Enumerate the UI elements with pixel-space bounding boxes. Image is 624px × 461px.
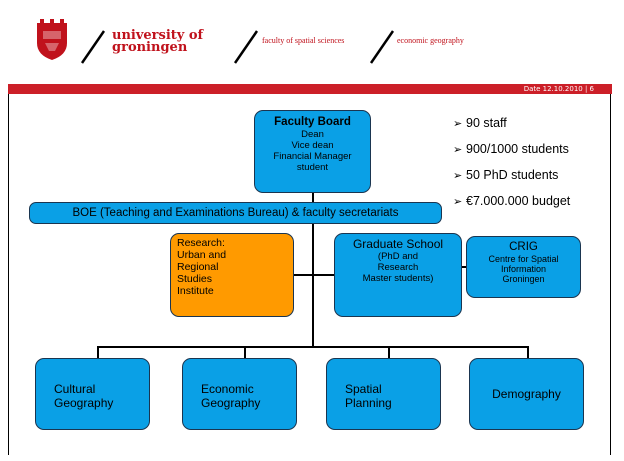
connector-line (294, 274, 334, 276)
department-label: economic geography (397, 36, 464, 45)
crig-line: Groningen (502, 274, 545, 284)
connector-line (388, 346, 390, 358)
stat-item: ➢90 staff (453, 111, 570, 137)
connector-line (244, 346, 246, 358)
header: university of groningen faculty of spati… (0, 0, 624, 84)
department-cultural-geography: Cultural Geography (35, 358, 150, 430)
stat-item: ➢900/1000 students (453, 137, 570, 163)
stat-text: 90 staff (466, 116, 507, 130)
crig-box: CRIG Centre for Spatial Information Gron… (466, 236, 581, 298)
connector-line (97, 346, 99, 358)
slash-icon (369, 30, 395, 64)
connector-line (462, 266, 466, 268)
stat-text: 900/1000 students (466, 142, 569, 156)
department-label: Demography (492, 387, 561, 401)
research-line: Regional (177, 261, 219, 273)
board-member: Financial Manager (273, 151, 352, 162)
faculty-board-box: Faculty Board Dean Vice dean Financial M… (254, 110, 371, 193)
graduate-line: Master students) (362, 273, 434, 284)
faculty-label: faculty of spatial sciences (262, 36, 345, 45)
department-spatial-planning: Spatial Planning (326, 358, 441, 430)
arrow-bullet-icon: ➢ (453, 118, 463, 130)
department-economic-geography: Economic Geography (182, 358, 297, 430)
university-crest-icon (37, 19, 67, 60)
arrow-bullet-icon: ➢ (453, 144, 463, 156)
slash-icon (233, 30, 259, 64)
board-member: Dean (301, 129, 324, 140)
date-page-label: Date 12.10.2010 | 6 (523, 85, 594, 93)
research-line: Research: (177, 237, 225, 249)
connector-line (527, 346, 529, 358)
crig-title: CRIG (509, 241, 538, 253)
graduate-line: Research (377, 262, 419, 273)
crig-line: Centre for Spatial (488, 254, 559, 264)
department-label: Economic (201, 382, 254, 396)
faculty-board-title: Faculty Board (274, 116, 351, 128)
connector-line (312, 224, 314, 347)
department-label: Geography (201, 396, 261, 410)
stats-list: ➢90 staff ➢900/1000 students ➢50 PhD stu… (453, 111, 570, 215)
header-red-bar (8, 84, 612, 94)
graduate-school-box: Graduate School (PhD and Research Master… (334, 233, 462, 317)
connector-line (97, 346, 529, 348)
boe-box: BOE (Teaching and Examinations Bureau) &… (29, 202, 442, 224)
board-member: Vice dean (291, 140, 334, 151)
arrow-bullet-icon: ➢ (453, 196, 463, 208)
graduate-school-title: Graduate School (352, 237, 444, 251)
arrow-bullet-icon: ➢ (453, 170, 463, 182)
department-label: Planning (345, 396, 392, 410)
stat-item: ➢€7.000.000 budget (453, 189, 570, 215)
content-frame (8, 94, 611, 455)
stat-text: 50 PhD students (466, 168, 559, 182)
graduate-line: (PhD and (377, 251, 419, 262)
department-label: Cultural (54, 382, 96, 396)
department-demography: Demography (469, 358, 584, 430)
crig-line: Information (500, 264, 547, 274)
university-wordmark: university of groningen (112, 28, 204, 55)
research-line: Studies (177, 273, 213, 285)
research-line: Urban and (177, 249, 227, 261)
research-institute-box: Research: Urban and Regional Studies Ins… (170, 233, 294, 317)
department-label: Spatial (345, 382, 382, 396)
research-line: Institute (177, 285, 214, 297)
board-member: student (296, 162, 329, 173)
stat-text: €7.000.000 budget (466, 194, 571, 208)
slash-icon (80, 30, 106, 64)
stat-item: ➢50 PhD students (453, 163, 570, 189)
department-label: Geography (54, 396, 114, 410)
connector-line (312, 193, 314, 202)
